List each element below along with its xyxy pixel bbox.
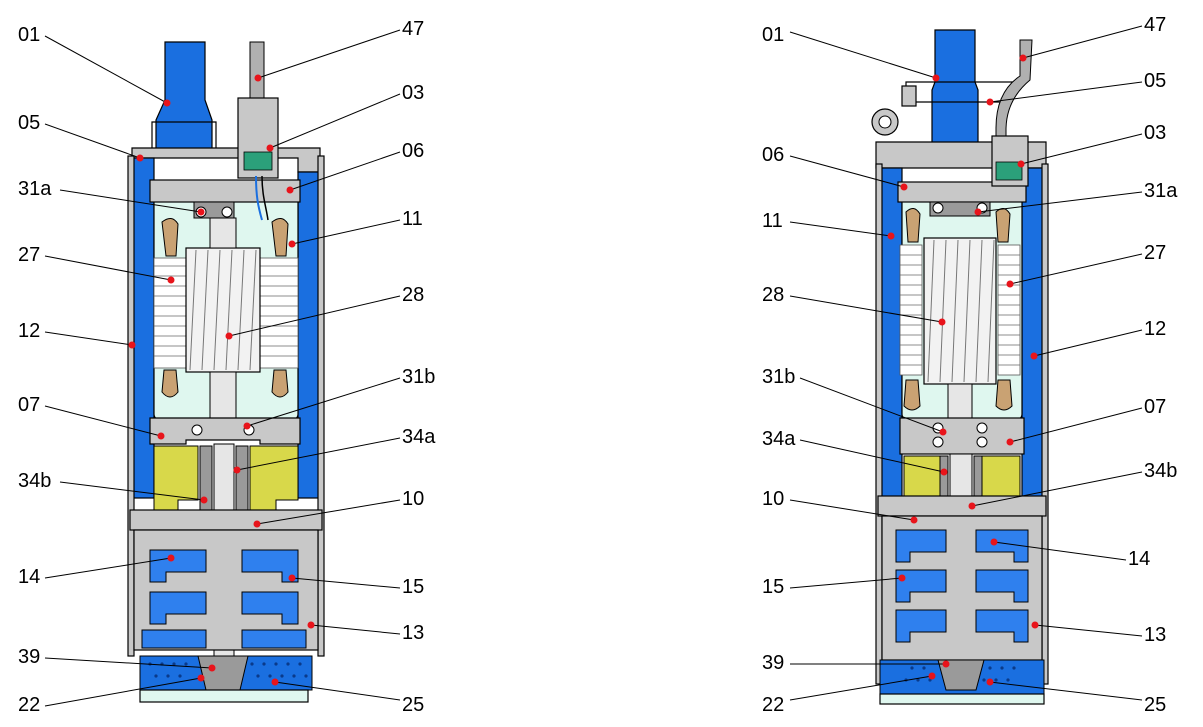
callout-05-right: 05	[986, 70, 1166, 106]
label-47-left: 47	[402, 18, 424, 40]
left-pump-drawing	[127, 41, 325, 703]
label-27-left: 27	[18, 244, 40, 266]
label-07-left: 07	[18, 394, 40, 416]
label-28-left: 28	[402, 284, 424, 306]
callout-12-left: 12	[18, 320, 136, 349]
callout-11-right: 11	[762, 210, 895, 240]
label-15-left: 15	[402, 576, 424, 598]
label-31b-left: 31b	[402, 366, 435, 388]
label-13-right: 13	[1144, 624, 1166, 646]
label-22-left: 22	[18, 694, 40, 716]
callout-25-right: 25	[986, 678, 1166, 716]
callout-13-right: 13	[1031, 621, 1166, 646]
callout-47-right: 47	[1019, 14, 1166, 62]
callout-01-right: 01	[762, 24, 940, 82]
callout-06-left: 06	[286, 140, 424, 194]
callout-13-left: 13	[307, 621, 424, 644]
callout-15-right: 15	[762, 574, 906, 598]
callout-28-right: 28	[762, 284, 946, 326]
label-05-left: 05	[18, 112, 40, 134]
label-03-left: 03	[402, 82, 424, 104]
callout-01-left: 01	[18, 24, 171, 107]
callout-34a-left: 34a	[233, 426, 436, 474]
callout-15-left: 15	[288, 574, 424, 598]
callout-03-right: 03	[1017, 122, 1166, 168]
callout-12-right: 12	[1030, 318, 1166, 360]
callout-31b-left: 31b	[243, 366, 435, 430]
label-13-left: 13	[402, 622, 424, 644]
right-pump-drawing	[871, 29, 1049, 705]
label-14-left: 14	[18, 566, 40, 588]
label-31a-left: 31a	[18, 178, 52, 200]
label-15-right: 15	[762, 576, 784, 598]
label-12-left: 12	[18, 320, 40, 342]
label-31b-right: 31b	[762, 366, 795, 388]
label-11-left: 11	[402, 208, 423, 230]
label-10-left: 10	[402, 488, 424, 510]
callout-31b-right: 31b	[762, 366, 947, 436]
label-05-right: 05	[1144, 70, 1166, 92]
label-27-right: 27	[1144, 242, 1166, 264]
callout-10-right: 10	[762, 488, 918, 524]
label-03-right: 03	[1144, 122, 1166, 144]
label-34b-left: 34b	[18, 470, 51, 492]
label-10-right: 10	[762, 488, 784, 510]
callout-14-left: 14	[18, 554, 175, 588]
label-12-right: 12	[1144, 318, 1166, 340]
label-39-right: 39	[762, 652, 784, 674]
callout-06-right: 06	[762, 144, 908, 191]
callout-03-left: 03	[266, 82, 424, 152]
label-01-left: 01	[18, 24, 40, 46]
label-22-right: 22	[762, 694, 784, 716]
label-25-right: 25	[1144, 694, 1166, 716]
callout-05-left: 05	[18, 112, 144, 162]
callout-34b-right: 34b	[968, 460, 1177, 510]
callout-31a-left: 31a	[18, 178, 205, 216]
label-31a-right: 31a	[1144, 180, 1178, 202]
callout-47-left: 47	[254, 18, 424, 82]
label-47-right: 47	[1144, 14, 1166, 36]
callout-39-right: 39	[762, 652, 950, 674]
callout-27-right: 27	[1006, 242, 1166, 288]
label-34a-right: 34a	[762, 428, 796, 450]
callout-28-left: 28	[225, 284, 424, 340]
callout-25-left: 25	[271, 678, 424, 716]
label-11-right: 11	[762, 210, 783, 232]
callout-34b-left: 34b	[18, 470, 208, 504]
callout-39-left: 39	[18, 646, 216, 672]
callout-27-left: 27	[18, 244, 175, 284]
label-06-right: 06	[762, 144, 784, 166]
label-25-left: 25	[402, 694, 424, 716]
callout-07-right: 07	[1006, 396, 1166, 446]
label-28-right: 28	[762, 284, 784, 306]
callout-10-left: 10	[253, 488, 424, 528]
label-06-left: 06	[402, 140, 424, 162]
callout-07-left: 07	[18, 394, 165, 440]
callout-31a-right: 31a	[974, 180, 1178, 216]
left-callouts: 01 47 05 03 06 31a 11 27 28 12 31b 07 34…	[18, 18, 436, 716]
callout-34a-right: 34a	[762, 428, 948, 476]
callout-22-left: 22	[18, 674, 205, 716]
callout-11-left: 11	[288, 208, 423, 248]
label-01-right: 01	[762, 24, 784, 46]
label-14-right: 14	[1128, 548, 1150, 570]
callout-14-right: 14	[990, 538, 1150, 570]
callout-22-right: 22	[762, 672, 936, 716]
label-07-right: 07	[1144, 396, 1166, 418]
label-34b-right: 34b	[1144, 460, 1177, 482]
label-39-left: 39	[18, 646, 40, 668]
label-34a-left: 34a	[402, 426, 436, 448]
right-callouts: 01 47 05 03 06 31a 11 27 28 12 31b 07 34…	[762, 14, 1178, 716]
